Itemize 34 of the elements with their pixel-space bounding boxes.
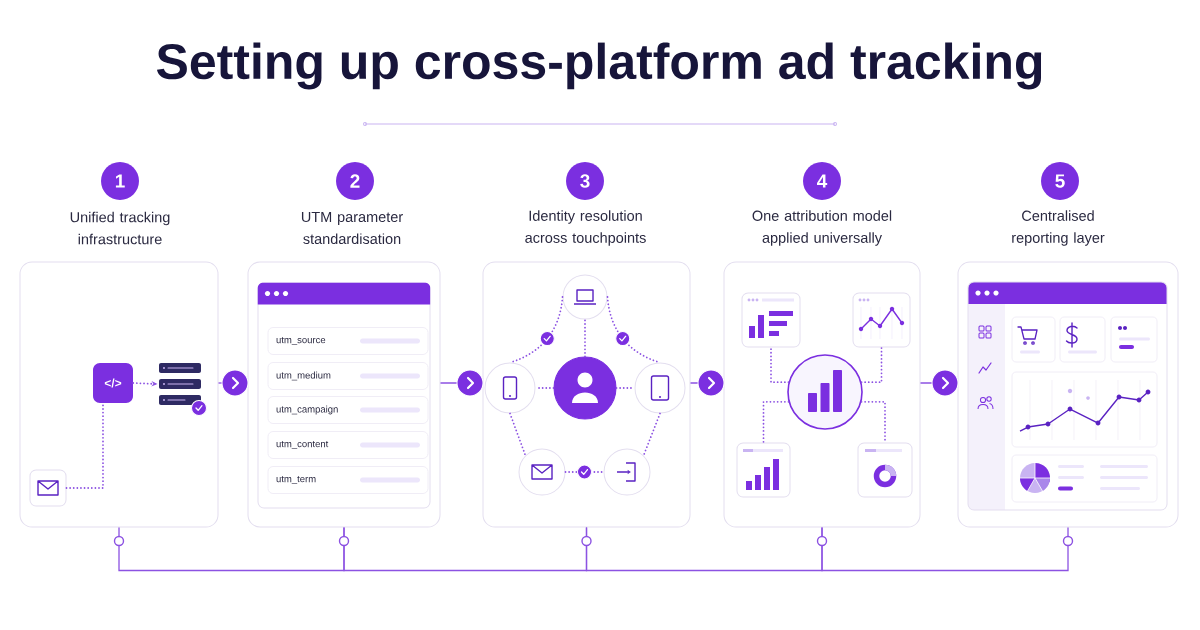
connector-line [65, 402, 104, 489]
server-stack-icon [159, 363, 201, 405]
connector-line [642, 412, 661, 457]
connector-line [606, 296, 661, 364]
step-heading: UTM parameter standardisation [301, 211, 403, 245]
step-heading: One attribution model applied universally [752, 210, 892, 246]
connector-line [860, 346, 883, 384]
chevron-arrow [217, 369, 249, 397]
step-heading: Unified tracking infrastructure [70, 211, 170, 245]
connector-line [509, 412, 527, 457]
connector-line [564, 471, 605, 473]
connector-line [343, 526, 588, 572]
connector-line [509, 296, 564, 364]
parameter-row: utm_source [267, 327, 429, 355]
step-number: 4 [803, 162, 841, 200]
step-number: 1 [101, 162, 139, 200]
parameter-row: utm_content [267, 431, 429, 459]
connector-line [585, 526, 823, 572]
step-number: 5 [1041, 162, 1079, 200]
connector-line [118, 526, 345, 572]
parameter-row: utm_medium [267, 362, 429, 390]
parameter-row: utm_term [267, 466, 429, 494]
step-heading: Centralised reporting layer [1012, 210, 1105, 246]
code-box: </> [93, 363, 133, 403]
step-number: 2 [336, 162, 374, 200]
parameter-row: utm_campaign [267, 396, 429, 424]
connector-line [770, 346, 790, 384]
step-number: 3 [566, 162, 604, 200]
step-heading: Identity resolution across touchpoints [525, 210, 646, 246]
chevron-arrow [689, 369, 725, 397]
connector-line [584, 318, 586, 358]
connector-line [821, 526, 1069, 572]
title: Setting up cross-platform ad tracking [156, 42, 1042, 90]
connector-line [762, 400, 790, 444]
